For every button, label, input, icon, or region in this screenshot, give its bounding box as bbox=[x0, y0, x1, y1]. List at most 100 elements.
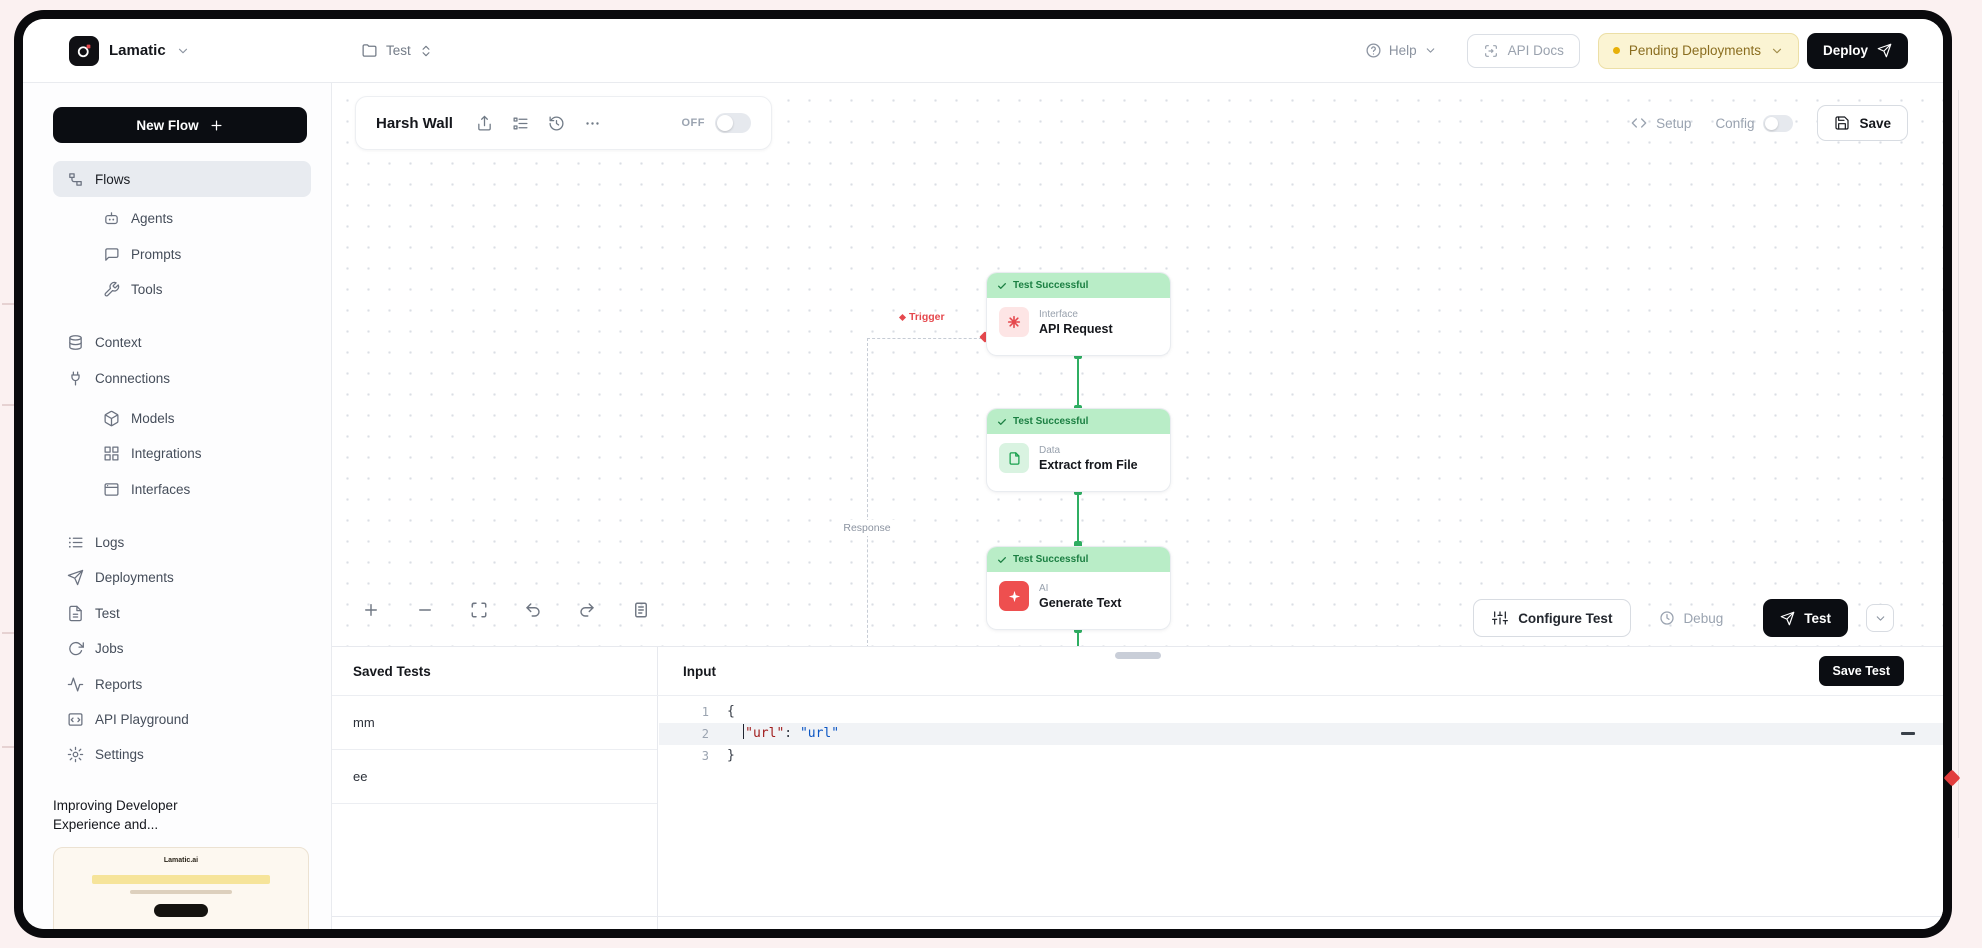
test-panel: mm ee Saved Tests Input Save Test 1 { 2 bbox=[332, 646, 1943, 929]
setup-button[interactable]: Setup bbox=[1631, 115, 1691, 131]
flow-canvas[interactable]: Trigger Response Test Successful bbox=[332, 83, 1943, 648]
flow-checklist-button[interactable] bbox=[512, 115, 529, 132]
code-line[interactable]: 1 { bbox=[659, 701, 1943, 723]
undo-button[interactable] bbox=[524, 601, 542, 619]
node-generate-text[interactable]: Test Successful AI Generate Text bbox=[987, 547, 1170, 629]
panel-bottom-border bbox=[332, 916, 1943, 917]
sidebar-item-connections[interactable]: Connections bbox=[53, 360, 311, 396]
editor-overview-mark bbox=[1901, 732, 1915, 735]
sidebar-item-context[interactable]: Context bbox=[53, 324, 311, 360]
config-toggle[interactable] bbox=[1763, 114, 1794, 132]
test-options-button[interactable] bbox=[1866, 604, 1894, 632]
promo-text-bar bbox=[130, 889, 232, 894]
lamatic-logo bbox=[69, 35, 99, 66]
node-title: API Request bbox=[1039, 321, 1113, 336]
debug-button[interactable]: Debug bbox=[1659, 610, 1723, 626]
test-icon bbox=[69, 605, 82, 621]
check-icon bbox=[998, 282, 1006, 289]
sidebar-item-label: Settings bbox=[95, 746, 144, 762]
sidebar-item-tools[interactable]: Tools bbox=[53, 271, 311, 307]
sidebar-item-settings[interactable]: Settings bbox=[53, 736, 311, 772]
zoom-in-button[interactable] bbox=[362, 601, 380, 619]
help-menu[interactable]: Help bbox=[1365, 42, 1437, 59]
configure-test-label: Configure Test bbox=[1518, 610, 1613, 626]
upload-icon bbox=[478, 115, 491, 131]
trigger-diamond-icon bbox=[898, 313, 907, 321]
notes-button[interactable] bbox=[632, 601, 650, 619]
new-flow-button[interactable]: New Flow bbox=[53, 107, 307, 143]
panel-header: Saved Tests Input Save Test bbox=[332, 647, 1943, 696]
sidebar-item-integrations[interactable]: Integrations bbox=[53, 435, 311, 471]
pending-deployments-label: Pending Deployments bbox=[1628, 43, 1761, 58]
save-button[interactable]: Save bbox=[1817, 105, 1908, 141]
node-category: Interface bbox=[1039, 308, 1078, 320]
promo-card[interactable]: Improving Developer Experience and... La… bbox=[53, 797, 309, 929]
sidebar-item-deployments[interactable]: Deployments bbox=[53, 559, 311, 595]
sidebar-item-label: Tools bbox=[131, 281, 163, 297]
minus-icon bbox=[419, 609, 431, 611]
share-flow-button[interactable] bbox=[476, 115, 493, 132]
flow-history-button[interactable] bbox=[548, 115, 565, 132]
canvas-toolbar bbox=[362, 601, 650, 619]
code-line-active[interactable]: 2 "url": "url" bbox=[659, 723, 1943, 745]
flow-enabled-toggle[interactable] bbox=[715, 113, 751, 133]
text-caret bbox=[742, 724, 745, 739]
ellipsis-icon bbox=[586, 121, 599, 125]
flow-more-button[interactable] bbox=[584, 115, 601, 132]
app-window-frame: Lamatic Test Help API Docs Pending Deplo… bbox=[14, 10, 1952, 938]
save-test-button[interactable]: Save Test bbox=[1818, 656, 1904, 686]
sidebar-item-label: Agents bbox=[131, 210, 174, 226]
sidebar-item-flows[interactable]: Flows bbox=[53, 161, 311, 197]
sidebar-item-test[interactable]: Test bbox=[53, 595, 311, 631]
configure-test-button[interactable]: Configure Test bbox=[1473, 599, 1632, 637]
project-breadcrumb[interactable]: Test bbox=[361, 42, 433, 59]
flows-icon bbox=[69, 172, 82, 186]
workspace-switcher[interactable]: Lamatic bbox=[23, 35, 332, 66]
test-button[interactable]: Test bbox=[1763, 599, 1848, 637]
fit-view-button[interactable] bbox=[470, 601, 488, 619]
sidebar-item-prompts[interactable]: Prompts bbox=[53, 236, 311, 272]
chevron-down-icon bbox=[178, 48, 187, 53]
sidebar-item-label: Interfaces bbox=[131, 481, 191, 497]
promo-brand: Lamatic.ai bbox=[163, 856, 199, 864]
node-extract-from-file[interactable]: Test Successful Data Extract from File bbox=[987, 409, 1170, 491]
trigger-dashed-connector bbox=[867, 338, 987, 339]
sidebar-item-models[interactable]: Models bbox=[53, 400, 311, 436]
logs-icon bbox=[68, 536, 83, 548]
edge-port bbox=[1074, 625, 1082, 633]
interface-node-icon bbox=[999, 307, 1029, 337]
node-api-request[interactable]: Test Successful Interface API Request bbox=[987, 273, 1170, 355]
panel-resize-handle[interactable] bbox=[1115, 652, 1161, 659]
saved-test-row[interactable]: ee bbox=[332, 750, 657, 804]
api-docs-button[interactable]: API Docs bbox=[1466, 33, 1580, 68]
sidebar-item-reports[interactable]: Reports bbox=[53, 666, 311, 702]
sidebar-item-logs[interactable]: Logs bbox=[53, 524, 311, 560]
redo-button[interactable] bbox=[578, 601, 596, 619]
line-number: 2 bbox=[701, 727, 709, 741]
deploy-button[interactable]: Deploy bbox=[1806, 32, 1908, 69]
main-area: Trigger Response Test Successful bbox=[332, 83, 1943, 929]
chevron-down-icon bbox=[1426, 48, 1434, 53]
flow-header: Harsh Wall OFF bbox=[355, 96, 772, 150]
sidebar-item-interfaces[interactable]: Interfaces bbox=[53, 471, 311, 507]
history-icon bbox=[549, 115, 564, 131]
node-body: Interface API Request bbox=[987, 298, 1170, 346]
saved-test-row[interactable]: mm bbox=[332, 696, 657, 750]
code-line[interactable]: 3 } bbox=[659, 745, 1943, 767]
topbar-actions: Help API Docs Pending Deployments Deploy bbox=[1365, 32, 1943, 69]
sidebar-item-jobs[interactable]: Jobs bbox=[53, 630, 311, 666]
margin-guide-line bbox=[1958, 90, 1959, 838]
help-label: Help bbox=[1388, 43, 1417, 58]
sliders-icon bbox=[1492, 611, 1509, 625]
node-status-banner: Test Successful bbox=[987, 273, 1170, 298]
sidebar-item-agents[interactable]: Agents bbox=[53, 200, 311, 236]
sidebar-item-label: Deployments bbox=[95, 569, 174, 585]
pending-deployments-button[interactable]: Pending Deployments bbox=[1597, 32, 1799, 69]
promo-highlight-bar bbox=[92, 874, 270, 884]
check-icon bbox=[998, 556, 1006, 563]
edge-node2-node3 bbox=[1077, 491, 1079, 547]
sidebar-item-label: Jobs bbox=[95, 640, 124, 656]
zoom-out-button[interactable] bbox=[416, 601, 434, 619]
input-code-editor[interactable]: 1 { 2 "url": "url" 3 } bbox=[659, 701, 1943, 767]
sidebar-item-api-playground[interactable]: API Playground bbox=[53, 701, 311, 737]
